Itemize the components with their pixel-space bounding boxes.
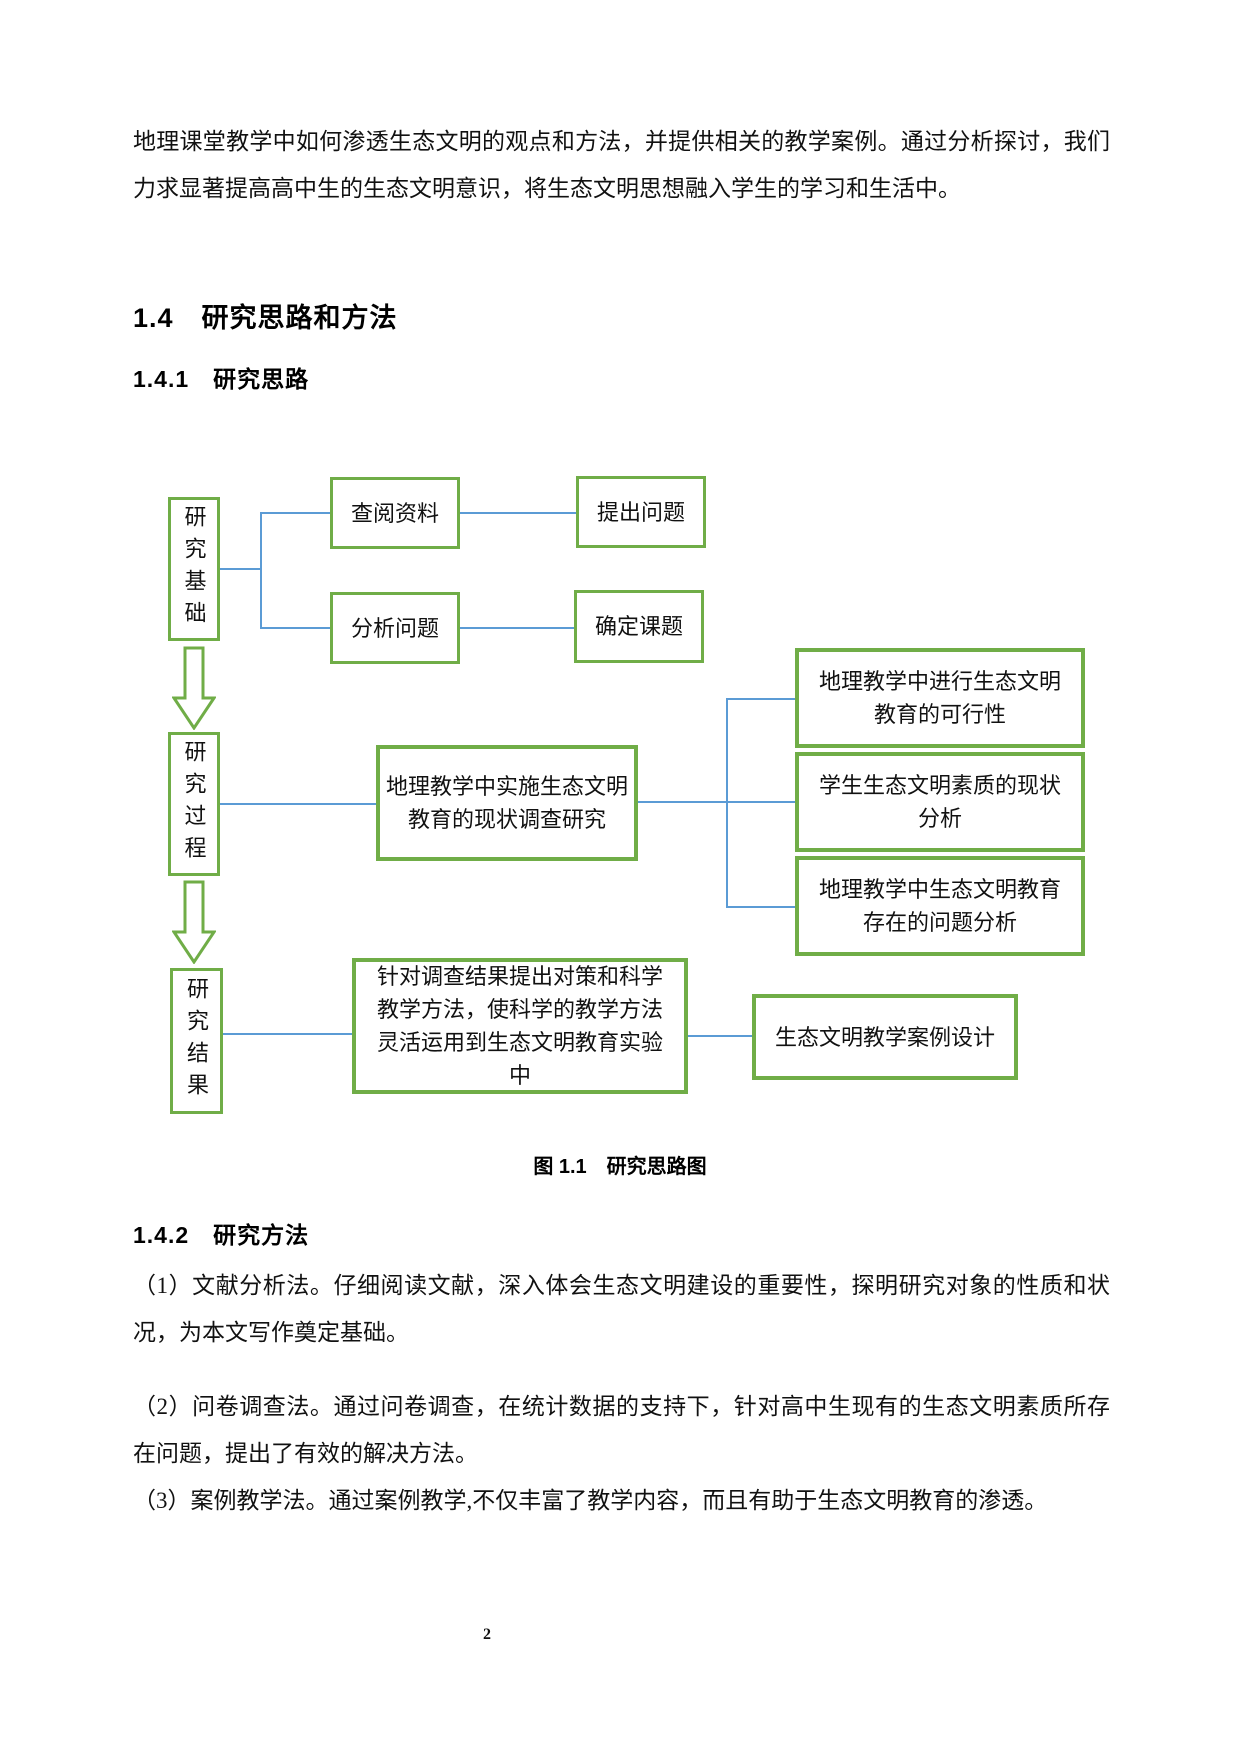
connector-branch-vertical: [260, 512, 262, 629]
stage-box-research-results: 研究结果: [170, 968, 223, 1114]
connector-results-strategy: [223, 1033, 352, 1035]
stage-label-research-process: 研究过程: [181, 740, 207, 868]
flowchart-box-analyze-question: 分析问题: [330, 592, 460, 664]
connector-to-right1: [726, 698, 795, 700]
connector-basis-branch: [220, 568, 260, 570]
flowchart-box-consult-literature: 查阅资料: [330, 477, 460, 549]
stage-label-research-results: 研究结果: [184, 977, 209, 1105]
connector-process-survey: [220, 803, 376, 805]
down-arrow-icon: [172, 880, 216, 964]
section-heading-1-4: 1.4 研究思路和方法: [133, 303, 398, 333]
flowchart-box-feasibility: 地理教学中进行生态文明教育的可行性: [795, 648, 1085, 748]
research-flowchart: 研究基础 研究过程 研究结果 查阅资料 提出问题 分析问题 确定课题 地理教学中…: [130, 420, 1120, 1120]
connector-strategy-case: [688, 1035, 752, 1037]
connector-to-analyze: [260, 627, 330, 629]
connector-to-right3: [726, 906, 795, 908]
method-paragraph-2: （2）问卷调查法。通过问卷调查，在统计数据的支持下，针对高中生现有的生态文明素质…: [133, 1394, 1110, 1466]
flowchart-box-problem-analysis: 地理教学中生态文明教育存在的问题分析: [795, 856, 1085, 956]
intro-paragraph: 地理课堂教学中如何渗透生态文明的观点和方法，并提供相关的教学案例。通过分析探讨，…: [133, 129, 1110, 201]
connector-survey-right: [638, 801, 795, 803]
flowchart-box-raise-question: 提出问题: [576, 476, 706, 548]
connector-to-consult: [260, 512, 330, 514]
stage-box-research-process: 研究过程: [168, 732, 220, 876]
connector-consult-raise: [460, 512, 576, 514]
page-number: 2: [483, 1626, 491, 1643]
flowchart-box-student-status: 学生生态文明素质的现状分析: [795, 752, 1085, 852]
method-paragraph-1: （1）文献分析法。仔细阅读文献，深入体会生态文明建设的重要性，探明研究对象的性质…: [133, 1273, 1110, 1345]
connector-analyze-confirm: [460, 627, 574, 629]
flowchart-box-confirm-topic: 确定课题: [574, 590, 704, 663]
subsection-heading-1-4-2: 1.4.2 研究方法: [133, 1222, 310, 1248]
flowchart-box-case-design: 生态文明教学案例设计: [752, 994, 1018, 1080]
figure-caption: 图 1.1 研究思路图: [533, 1156, 707, 1178]
subsection-heading-1-4-1: 1.4.1 研究思路: [133, 366, 310, 392]
method-paragraph-3: （3）案例教学法。通过案例教学,不仅丰富了教学内容，而且有助于生态文明教育的渗透…: [133, 1488, 1048, 1513]
stage-box-research-basis: 研究基础: [168, 497, 220, 641]
connector-right-vertical: [726, 698, 728, 907]
down-arrow-icon: [172, 646, 216, 730]
flowchart-box-strategy: 针对调查结果提出对策和科学教学方法，使科学的教学方法灵活运用到生态文明教育实验中: [352, 958, 688, 1094]
stage-label-research-basis: 研究基础: [181, 505, 207, 633]
flowchart-box-survey-research: 地理教学中实施生态文明教育的现状调查研究: [376, 745, 638, 861]
